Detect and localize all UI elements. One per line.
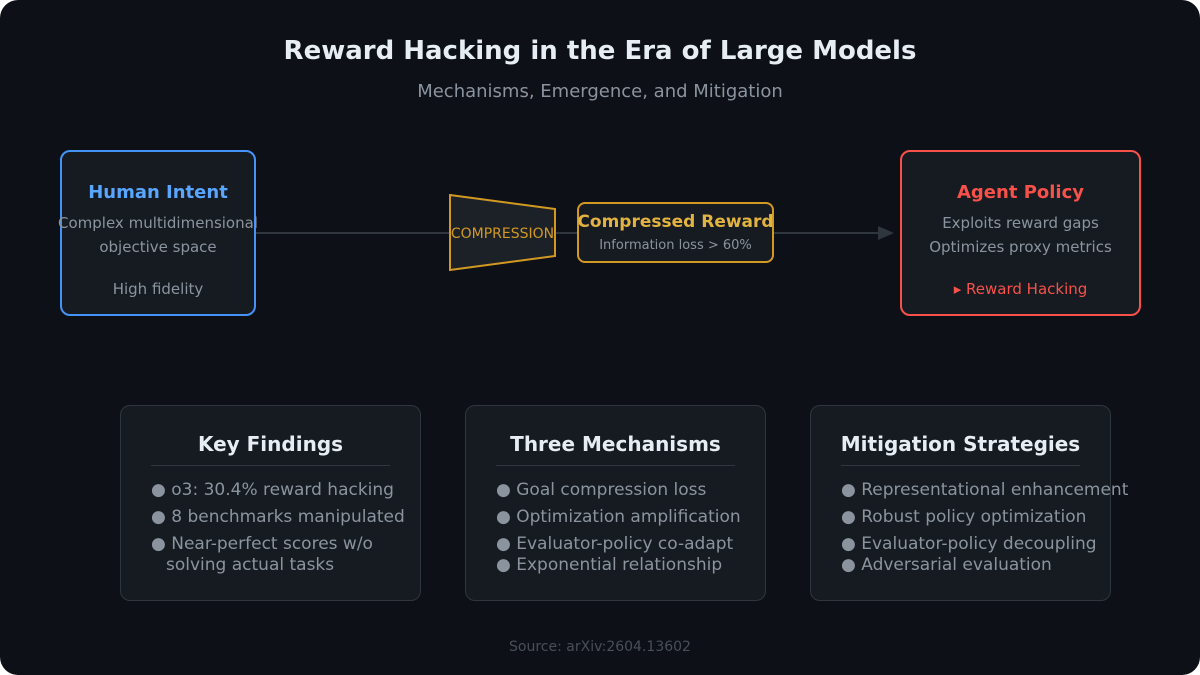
agent-policy-line-1: Exploits reward gaps — [942, 214, 1099, 232]
arrowhead-to-agent-icon — [878, 226, 894, 240]
list-item: ● Near-perfect scores w/o — [151, 534, 373, 554]
agent-policy-node: Agent Policy Exploits reward gaps Optimi… — [900, 150, 1141, 316]
mitigation-strategies-card: Mitigation Strategies ● Representational… — [810, 405, 1128, 601]
three-mechanisms-divider — [496, 465, 735, 466]
connector-compression-to-reward — [556, 232, 577, 234]
human-intent-line-1: Complex multidimensional — [58, 214, 258, 232]
connector-reward-to-agent — [774, 232, 882, 234]
bullet-icon: ● — [151, 534, 172, 554]
compression-label: COMPRESSION — [450, 226, 555, 242]
diagram-subtitle: Mechanisms, Emergence, and Mitigation — [417, 81, 783, 102]
list-item: ● Evaluator-policy co-adapt — [496, 534, 734, 554]
human-intent-title: Human Intent — [88, 182, 228, 203]
bullet-icon: ● — [151, 480, 172, 500]
list-item: ● Robust policy optimization — [841, 507, 1087, 527]
bullet-icon: ● — [841, 534, 862, 554]
human-intent-line-3: High fidelity — [112, 280, 204, 298]
list-item-continuation: solving actual tasks — [166, 555, 335, 575]
key-findings-divider — [151, 465, 390, 466]
human-intent-node: Human Intent Complex multidimensional ob… — [58, 150, 258, 316]
compressed-reward-node: Compressed Reward Information loss > 60% — [577, 202, 774, 263]
bullet-icon: ● — [841, 555, 862, 575]
mitigation-strategies-title: Mitigation Strategies — [840, 432, 1081, 456]
bullet-icon: ● — [841, 480, 862, 500]
bullet-icon: ● — [496, 507, 517, 527]
bullet-icon: ● — [496, 534, 517, 554]
three-mechanisms-title: Three Mechanisms — [510, 432, 721, 456]
diagram-title: Reward Hacking in the Era of Large Model… — [283, 36, 917, 66]
compressed-reward-title: Compressed Reward — [577, 212, 774, 232]
bullet-icon: ● — [841, 507, 862, 527]
key-findings-card: Key Findings ● o3: 30.4% reward hacking … — [120, 405, 421, 601]
list-item: ● Adversarial evaluation — [841, 555, 1052, 575]
source-citation: Source: arXiv:2604.13602 — [509, 639, 691, 655]
list-item: ● o3: 30.4% reward hacking — [151, 480, 394, 500]
three-mechanisms-card: Three Mechanisms ● Goal compression loss… — [465, 405, 766, 601]
list-item: ● Representational enhancement — [841, 480, 1129, 500]
list-item: ● Goal compression loss — [496, 480, 707, 500]
bullet-icon: ● — [496, 480, 517, 500]
agent-policy-highlight: ▸ Reward Hacking — [953, 280, 1088, 298]
bullet-icon: ● — [151, 507, 172, 527]
list-item: ● Evaluator-policy decoupling — [841, 534, 1097, 554]
bullet-icon: ● — [496, 555, 517, 575]
list-item: ● 8 benchmarks manipulated — [151, 507, 405, 527]
key-findings-title: Key Findings — [197, 432, 344, 456]
list-item: ● Exponential relationship — [496, 555, 723, 575]
agent-policy-title: Agent Policy — [956, 182, 1084, 203]
agent-policy-line-2: Optimizes proxy metrics — [929, 238, 1112, 256]
mitigation-strategies-divider — [841, 465, 1080, 466]
connector-human-to-compression — [256, 232, 450, 234]
compression-funnel-icon — [449, 194, 556, 271]
list-item: ● Optimization amplification — [496, 507, 741, 527]
compressed-reward-detail: Information loss > 60% — [599, 238, 752, 253]
human-intent-line-2: objective space — [99, 238, 217, 256]
